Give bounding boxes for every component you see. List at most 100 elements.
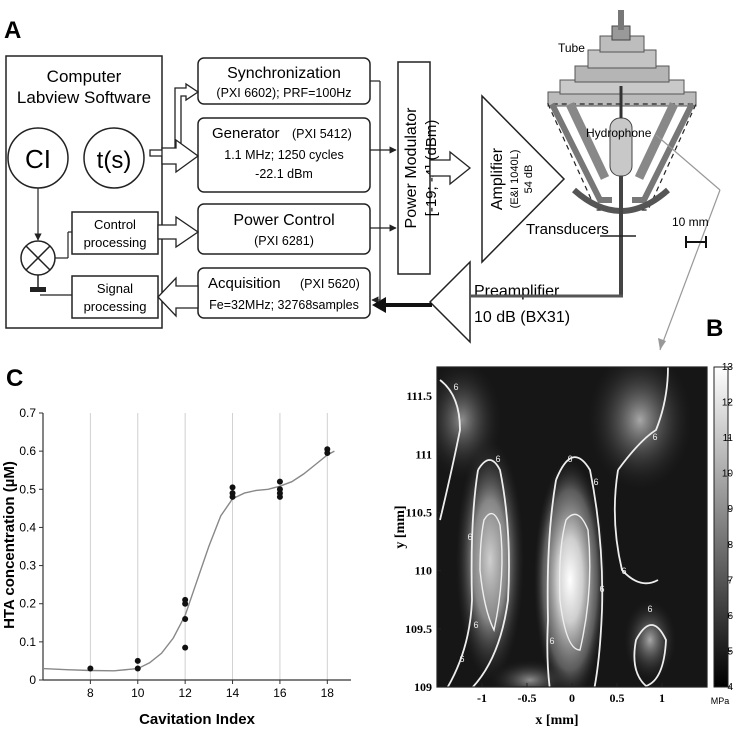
colorbar-tick-label: 5 xyxy=(727,646,733,657)
heatmap-ytick-label: 110.5 xyxy=(406,505,432,519)
scatter-ytick-label: 0.3 xyxy=(19,559,36,573)
generator-freq: 1.1 MHz; 1250 cycles xyxy=(224,148,344,162)
heatmap-xtick-label: -1 xyxy=(477,691,487,705)
scatter-ytick-label: 0.4 xyxy=(19,520,36,534)
hydrophone-label: Hydrophone xyxy=(586,126,652,140)
data-point xyxy=(182,615,189,622)
heatmap-xlabel: x [mm] xyxy=(535,713,578,728)
contour-label: 6 xyxy=(593,477,598,487)
transducers-label: Transducers xyxy=(526,221,609,238)
ts-circle xyxy=(83,127,145,189)
colorbar-unit: MPa xyxy=(711,696,730,706)
generator-title: Generator xyxy=(212,125,280,142)
contour-label: 6 xyxy=(621,566,626,576)
signal-processing-box xyxy=(71,275,159,319)
control-processing-line2: processing xyxy=(84,235,147,250)
computer-title: Computer xyxy=(47,67,122,86)
fit-curve xyxy=(42,450,335,672)
amplifier-triangle xyxy=(481,94,566,264)
colorbar-tick-label: 9 xyxy=(727,504,733,515)
scatter-ytick-label: 0.1 xyxy=(19,635,36,649)
synchronization-title: Synchronization xyxy=(227,65,341,82)
colorbar-tick-label: 12 xyxy=(722,398,734,409)
heatmap-ytick-label: 111.5 xyxy=(406,389,432,403)
contour-label: 6 xyxy=(549,636,554,646)
acquisition-title: Acquisition xyxy=(208,275,281,292)
contour-label: 6 xyxy=(647,604,652,614)
control-processing-line1: Control xyxy=(94,217,136,232)
heatmap-xtick-label: 0.5 xyxy=(610,691,625,705)
contour-label: 6 xyxy=(467,532,472,542)
data-point xyxy=(324,450,331,457)
scatter-xlabel: Cavitation Index xyxy=(139,711,256,728)
heatmap-xtick-label: 0 xyxy=(569,691,575,705)
colorbar-tick-label: 8 xyxy=(727,540,733,551)
preamplifier-line2: 10 dB (BX31) xyxy=(474,309,570,326)
scatter-ytick-label: 0.7 xyxy=(19,406,36,420)
data-point xyxy=(276,478,283,485)
amplifier-line3: 54 dB xyxy=(523,165,535,194)
computer-subtitle: Labview Software xyxy=(17,88,151,107)
power-modulator-box xyxy=(397,61,431,275)
colorbar-tick-label: 7 xyxy=(727,575,733,586)
setup-illustration xyxy=(470,10,721,351)
power-control-box xyxy=(197,203,371,255)
contour-label: 6 xyxy=(453,382,458,392)
tube-label: Tube xyxy=(558,41,585,55)
generator-model: (PXI 5412) xyxy=(292,127,352,141)
scatter-ytick-label: 0.6 xyxy=(19,444,36,458)
data-point xyxy=(229,484,236,491)
scatter-xtick-label: 8 xyxy=(87,686,94,700)
colorbar xyxy=(713,366,729,688)
scatter-ylabel: HTA concentration (µM) xyxy=(1,461,18,629)
colorbar-tick-label: 11 xyxy=(723,433,734,444)
scatter-ytick-label: 0 xyxy=(29,673,36,687)
heatmap-ylabel: y [mm] xyxy=(393,505,408,548)
scatter-ytick-label: 0.5 xyxy=(19,482,36,496)
scatter-ytick-label: 0.2 xyxy=(19,597,36,611)
generator-box xyxy=(197,117,371,193)
heatmap-ytick-label: 111 xyxy=(415,447,432,461)
scatter-xtick-label: 12 xyxy=(178,686,192,700)
scale-bar-label: 10 mm xyxy=(672,215,709,229)
scatter-xtick-label: 18 xyxy=(321,686,335,700)
power-control-title: Power Control xyxy=(233,212,334,229)
contour-label: 6 xyxy=(473,620,478,630)
arrow-to-amplifier xyxy=(429,150,472,186)
data-point xyxy=(229,493,236,500)
heatmap-ytick-label: 109.5 xyxy=(405,622,432,636)
contour-label: 6 xyxy=(567,454,572,464)
data-point xyxy=(182,600,189,607)
data-point xyxy=(134,657,141,664)
amplifier-line1: Amplifier xyxy=(489,147,506,210)
generator-level: -22.1 dBm xyxy=(255,167,313,181)
preamplifier-triangle xyxy=(428,260,471,344)
arrow-to-power-control xyxy=(157,215,200,249)
amplifier-line2: (E&I 1040L) xyxy=(509,150,521,209)
power-control-sub: (PXI 6281) xyxy=(254,234,314,248)
data-point xyxy=(276,493,283,500)
contour-label: 6 xyxy=(652,432,657,442)
arrow-from-acquisition xyxy=(157,276,199,318)
colorbar-tick-label: 6 xyxy=(727,611,733,622)
panel-letter-c: C xyxy=(6,365,23,392)
heatmap-ytick-label: 110 xyxy=(415,564,432,578)
contour-label: 6 xyxy=(495,454,500,464)
acquisition-sub: Fe=32MHz; 32768samples xyxy=(209,298,359,312)
colorbar-tick-label: 4 xyxy=(727,682,733,693)
heatmap-ytick-label: 109 xyxy=(414,680,432,694)
panel-letter-a: A xyxy=(4,17,21,44)
heatmap-plot xyxy=(437,367,707,687)
scatter-xtick-label: 16 xyxy=(273,686,287,700)
signal-processing-line2: processing xyxy=(84,299,147,314)
signal-processing-line1: Signal xyxy=(97,281,133,296)
contour-label: 6 xyxy=(599,584,604,594)
synchronization-sub: (PXI 6602); PRF=100Hz xyxy=(216,86,351,100)
power-modulator-line1: Power Modulator xyxy=(403,107,420,229)
colorbar-tick-label: 13 xyxy=(722,362,734,373)
contour-label: 6 xyxy=(459,654,464,664)
data-point xyxy=(182,644,189,651)
arrow-to-generator xyxy=(161,138,200,174)
ts-label: t(s) xyxy=(97,147,132,174)
